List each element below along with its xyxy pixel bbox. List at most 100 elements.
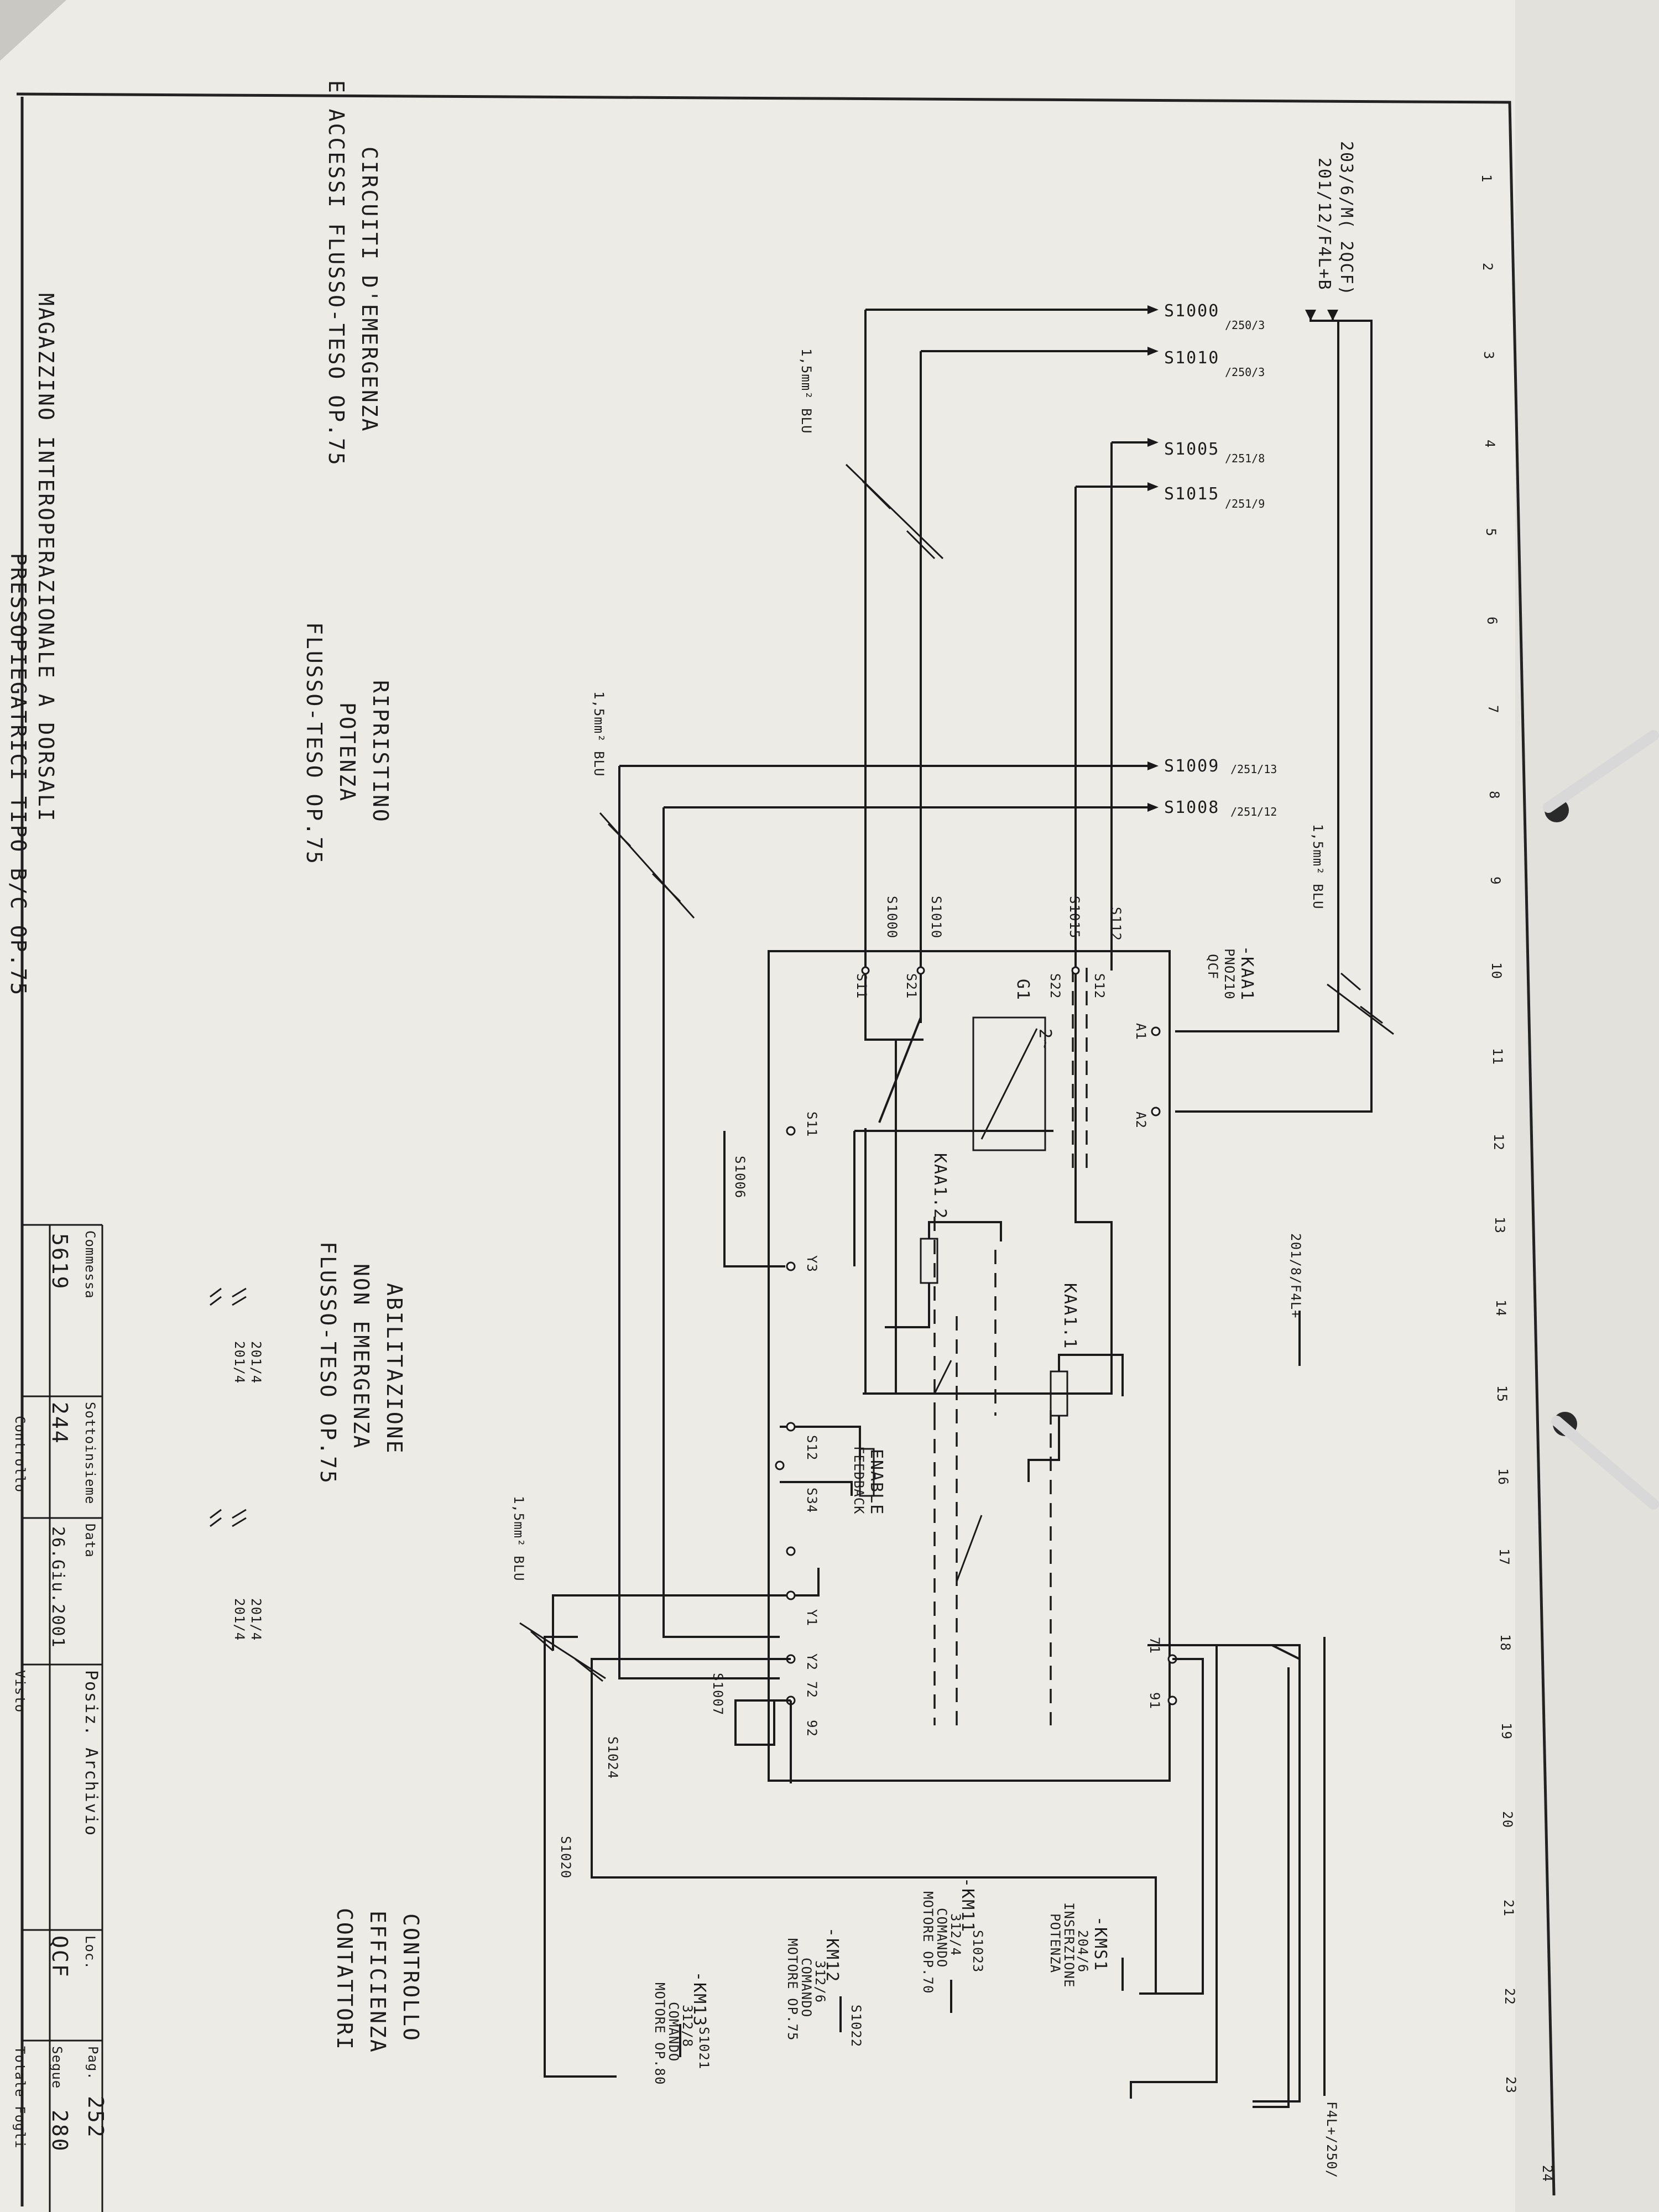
sottoinsieme-value: 244	[48, 1402, 72, 1445]
contactor-contacts	[679, 1958, 1124, 2057]
col-12: 12	[1491, 1134, 1506, 1151]
terminal-92: 92	[804, 1720, 820, 1737]
contactor-km11-desc2: MOTORE OP.70	[920, 1891, 936, 1994]
arrow-icon	[1147, 347, 1159, 356]
ref-201: 201/12/F4L+B	[1314, 158, 1334, 291]
pag-value: 252	[84, 2096, 108, 2139]
contactor-km12-desc1: COMANDO	[799, 1958, 814, 2017]
col-20: 20	[1500, 1811, 1515, 1828]
pag-label: Pag.	[85, 2046, 101, 2080]
ref-a-1: 201/4	[248, 1341, 264, 1384]
contactor-km11: -KM11	[958, 1877, 977, 1933]
data-label: Data	[82, 1524, 98, 1558]
title: MAGAZZINO INTEROPERAZIONALE A DORSALI	[34, 293, 58, 822]
col-18: 18	[1498, 1634, 1513, 1651]
terminal-y2: Y2	[804, 1653, 820, 1671]
wire-label-blu-2: 1,5mm² BLU	[799, 348, 814, 434]
signal-s1008-ref: /251/12	[1230, 805, 1277, 818]
wire-s1000: S1000	[884, 896, 900, 938]
contactor-km13-ref: 312/8	[680, 2005, 695, 2047]
wire-label-blu-3: 1,5mm² BLU	[591, 691, 607, 777]
contactor-km13-desc1: COMANDO	[666, 2002, 681, 2062]
terminal-s11: S11	[854, 973, 869, 999]
col-15: 15	[1494, 1385, 1510, 1402]
terminal-s11b: S11	[804, 1112, 820, 1137]
arrow-icon	[1147, 803, 1159, 812]
module-tag: -KAA1	[1237, 946, 1256, 1001]
col-8: 8	[1486, 791, 1502, 799]
signal-s1015-ref: /251/9	[1225, 497, 1265, 510]
input-wiring	[599, 310, 1113, 1679]
col-5: 5	[1483, 528, 1499, 536]
contactor-kms1-desc1: INSERZIONE	[1061, 1902, 1077, 1988]
signal-s1005: S1005	[1164, 440, 1219, 459]
arrow-icon	[1147, 438, 1159, 447]
terminal-s12b: S12	[804, 1435, 820, 1460]
controllo-label: Controllo	[12, 1416, 28, 1493]
bottom-ref-left: 201/8/F4L+	[1288, 1233, 1303, 1319]
contactor-km12-ref: 312/6	[812, 1960, 828, 2003]
sottoinsieme-label: Sottoinsieme	[82, 1402, 98, 1504]
terminal-s34: S34	[804, 1488, 820, 1513]
visto-label: Visto	[12, 1670, 28, 1713]
contactor-kms1-desc2: POTENZA	[1047, 1913, 1063, 1973]
wire-s1024: S1024	[605, 1736, 620, 1779]
ref-b-2: 201/4	[232, 1598, 247, 1641]
col-24: 24	[1540, 2165, 1555, 2182]
supply-rails	[1175, 310, 1394, 1113]
relay-kaa1-2: KAA1.2	[930, 1153, 950, 1219]
wire-s1010: S1010	[928, 896, 944, 938]
contactor-km13-desc2: MOTORE OP.80	[652, 1983, 667, 2085]
arrow-icon	[1147, 482, 1159, 491]
section-enable-1: ABILITAZIONE	[382, 1283, 406, 1455]
ref-203: 203/6/M( 2QCF)	[1337, 141, 1356, 296]
section-reset-1: RIPRISTINO	[368, 680, 393, 823]
terminal-72: 72	[804, 1681, 820, 1698]
kaa1-module	[723, 769, 1171, 1782]
col-1: 1	[1479, 174, 1494, 182]
drawing-frame	[16, 92, 1556, 2196]
arrow-icon	[1305, 310, 1316, 321]
terminal-y3: Y3	[804, 1255, 820, 1272]
terminal-y1: Y1	[804, 1609, 820, 1626]
contact-symbols	[210, 1287, 247, 1527]
contactor-km12-wire: S1021	[696, 2027, 712, 2069]
relay-kaa1-1: KAA1.1	[1060, 1283, 1079, 1349]
col-11: 11	[1490, 1048, 1505, 1065]
terminal-a2: A2	[1133, 1112, 1149, 1129]
col-21: 21	[1501, 1900, 1516, 1917]
arrow-icon	[1327, 310, 1338, 321]
terminal-s12: S12	[1092, 973, 1107, 999]
module-model: PNOZ10	[1222, 948, 1237, 1000]
col-19: 19	[1499, 1723, 1514, 1740]
signal-s1009-ref: /251/13	[1230, 763, 1277, 776]
commessa-value: 5619	[48, 1233, 72, 1291]
loc-value: QCF	[48, 1936, 72, 1979]
section-reset-3: FLUSSO-TESO OP.75	[302, 622, 326, 865]
section-enable-3: FLUSSO-TESO OP.75	[316, 1241, 340, 1485]
contactor-wiring	[519, 1594, 1301, 2108]
signal-s1000: S1000	[1164, 301, 1219, 321]
section-emergency-2: E ACCESSI FLUSSO-TESO OP.75	[324, 80, 348, 467]
col-22: 22	[1502, 1988, 1517, 2005]
wire-label-blu: 1,5mm² BLU	[1310, 824, 1326, 910]
segue-label: Segue	[49, 2046, 65, 2089]
supply-symbol: 2~	[1035, 1029, 1055, 1051]
signal-s1005-ref: /251/8	[1225, 452, 1265, 465]
loc-label: Loc.	[82, 1936, 98, 1970]
col-4: 4	[1482, 440, 1498, 448]
signal-s1010: S1010	[1164, 348, 1219, 368]
terminal-s22: S22	[1047, 973, 1063, 999]
enable-label: ENABLE	[867, 1449, 886, 1515]
subtitle: PRESSOPIEGATRICI TIPO B/C OP.75	[6, 553, 30, 997]
section-reset-2: POTENZA	[335, 702, 359, 802]
contactor-km11-wire: S1022	[848, 2005, 864, 2047]
contactor-kms1: -KMS1	[1091, 1916, 1110, 1971]
col-23: 23	[1503, 2077, 1519, 2094]
signal-terminals	[619, 305, 1159, 812]
col-3: 3	[1481, 351, 1496, 359]
wire-s1020: S1020	[558, 1836, 573, 1879]
data-value: 26.Giu.2001	[48, 1526, 67, 1648]
contactor-km13: -KM13	[690, 1971, 709, 2027]
col-6: 6	[1484, 617, 1500, 625]
